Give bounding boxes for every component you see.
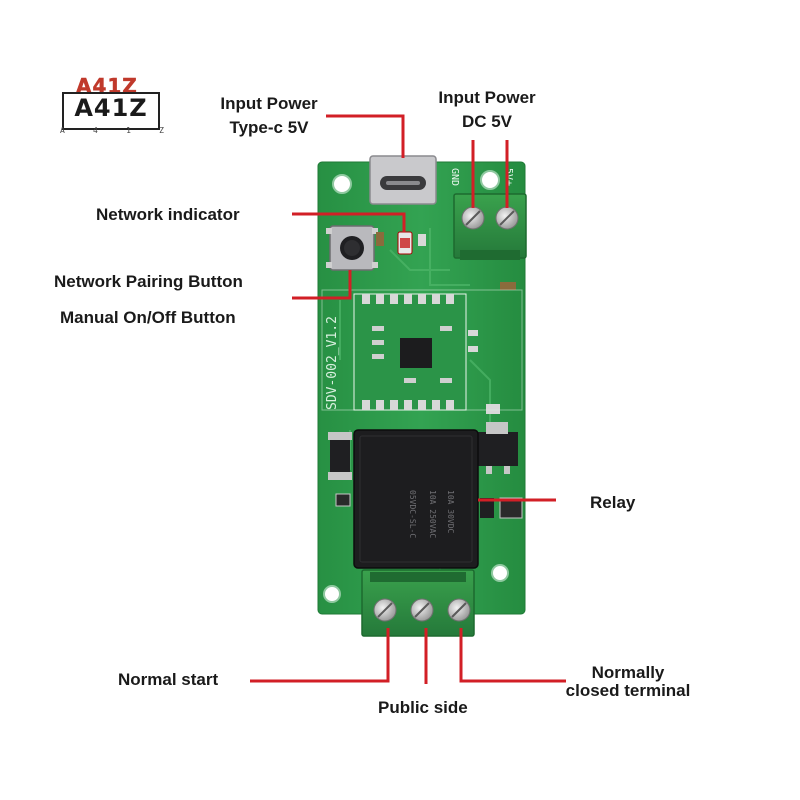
- pointer-pairing-button: [292, 270, 352, 300]
- logo-top-text: A41Z: [76, 74, 138, 99]
- mounting-hole: [332, 174, 352, 194]
- logo-main-text: A41Z: [74, 94, 148, 122]
- pointer-normal-start: [250, 628, 390, 683]
- label-manual-onoff-button: Manual On/Off Button: [60, 308, 236, 327]
- pointer-normally-closed: [459, 628, 566, 683]
- pointer-network-indicator: [292, 212, 406, 232]
- mounting-hole: [480, 170, 500, 190]
- mounting-hole: [491, 564, 509, 582]
- label-network-indicator: Network indicator: [96, 205, 240, 224]
- label-input-power-dc-line2: DC 5V: [461, 112, 513, 131]
- label-normally-closed-line2: closed terminal: [565, 681, 691, 700]
- logo-letter: Z: [159, 126, 164, 135]
- label-input-power-typec: Input Power Type-c 5V: [206, 92, 332, 140]
- brand-logo: A41Z A41Z A 4 1 Z: [56, 74, 168, 136]
- pointer-lines: [250, 114, 566, 684]
- svg-text:10A 250VAC: 10A 250VAC: [428, 490, 437, 538]
- regulator: [478, 432, 518, 466]
- mounting-hole: [323, 585, 341, 603]
- diode: [330, 438, 350, 474]
- label-normal-start: Normal start: [118, 670, 219, 689]
- logo-frame: [62, 92, 160, 130]
- logo-letters: A 4 1 Z: [60, 126, 164, 135]
- logo-letter: A: [60, 126, 65, 135]
- label-input-power-typec-line1: Input Power: [220, 94, 318, 113]
- logo-letter: 1: [126, 126, 131, 135]
- label-normally-closed-line1: Normally: [591, 663, 665, 682]
- svg-text:10A 30VDC: 10A 30VDC: [446, 490, 455, 534]
- svg-text:05VDC-SL-C: 05VDC-SL-C: [408, 490, 417, 538]
- label-network-pairing-button: Network Pairing Button: [54, 272, 243, 291]
- label-input-power-dc: Input Power DC 5V: [424, 86, 550, 134]
- wifi-chip: [400, 338, 432, 368]
- logo-letter: 4: [93, 126, 98, 135]
- label-input-power-dc-line1: Input Power: [438, 88, 536, 107]
- label-public-side: Public side: [378, 698, 468, 717]
- label-normally-closed: Normally closed terminal: [556, 664, 700, 700]
- label-input-power-typec-line2: Type-c 5V: [229, 118, 309, 137]
- gnd-silkscreen: GND: [449, 168, 460, 186]
- board-version-text: SDV-002_V1.2: [325, 316, 340, 410]
- label-relay: Relay: [590, 493, 636, 512]
- pointer-typec: [326, 114, 405, 158]
